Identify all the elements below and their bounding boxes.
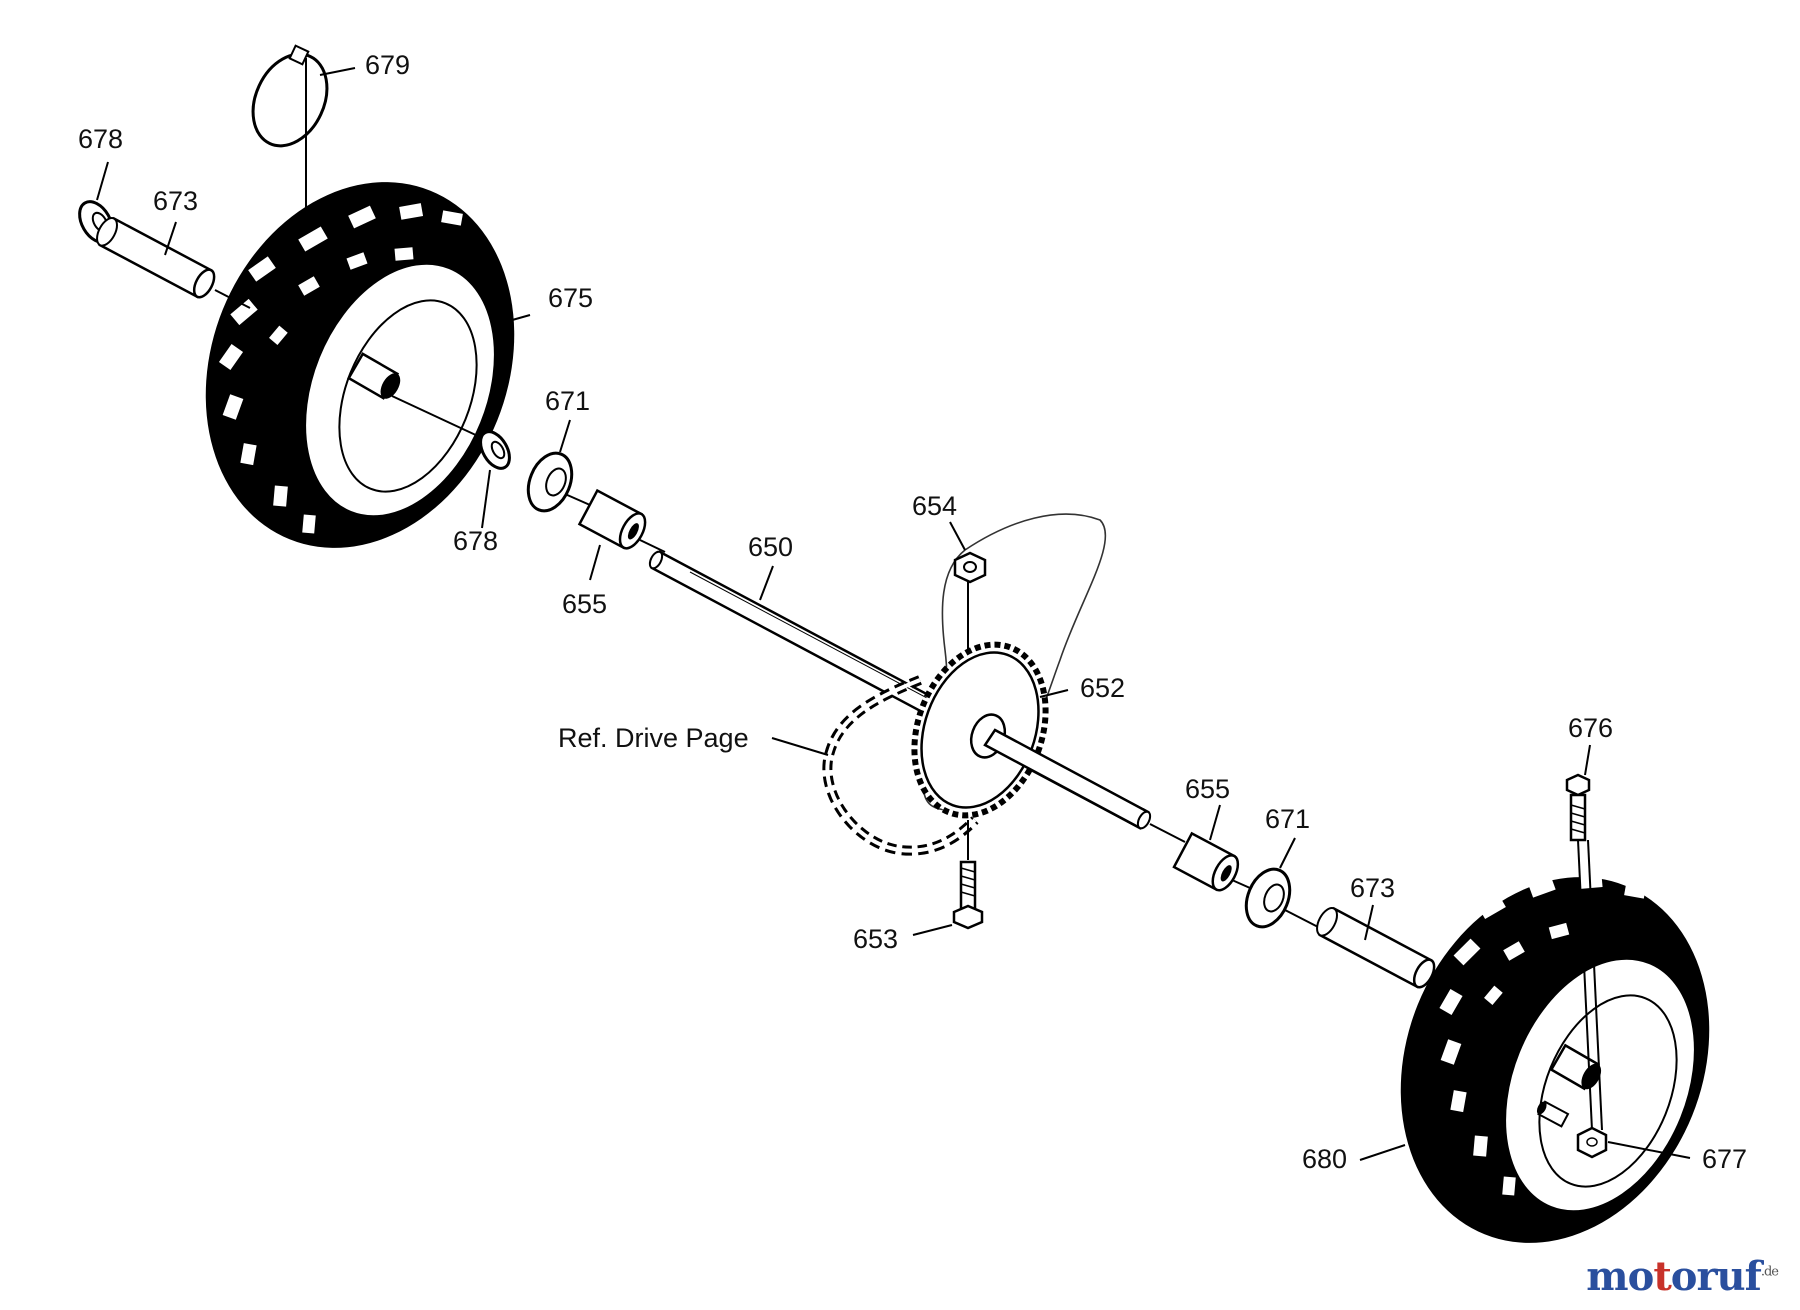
watermark-logo: motoruf.de bbox=[1586, 1253, 1779, 1300]
right-wheel bbox=[1400, 874, 1710, 1243]
label-679: 679 bbox=[365, 50, 410, 80]
left-wheel bbox=[205, 182, 515, 548]
label-671-left: 671 bbox=[545, 386, 590, 416]
label-673-left: 673 bbox=[153, 186, 198, 216]
washer-671-right bbox=[1244, 867, 1292, 929]
label-673-right: 673 bbox=[1350, 873, 1395, 903]
nut-677 bbox=[1576, 1126, 1608, 1159]
spacer-673-right bbox=[1316, 906, 1436, 989]
watermark-suffix: .de bbox=[1760, 1264, 1779, 1280]
bushing-655-right bbox=[1172, 831, 1240, 892]
label-654: 654 bbox=[912, 491, 957, 521]
watermark-t: t bbox=[1653, 1253, 1672, 1300]
label-671-right: 671 bbox=[1265, 804, 1310, 834]
callout-leaders bbox=[96, 67, 1691, 1161]
label-678-mid: 678 bbox=[453, 526, 498, 556]
watermark-oruf: oruf bbox=[1670, 1253, 1762, 1300]
label-ref-drive-page: Ref. Drive Page bbox=[558, 723, 749, 753]
label-655-left: 655 bbox=[562, 589, 607, 619]
drive-chain bbox=[822, 675, 979, 856]
bolt-676 bbox=[1565, 773, 1603, 1131]
bolt-653 bbox=[952, 820, 984, 930]
nut-654 bbox=[953, 551, 987, 660]
watermark-mo: mo bbox=[1586, 1253, 1654, 1300]
lynch-pin-679 bbox=[251, 44, 329, 215]
label-650: 650 bbox=[748, 532, 793, 562]
label-675: 675 bbox=[548, 283, 593, 313]
hairpin-clip-678-mid bbox=[479, 430, 511, 470]
label-655-right: 655 bbox=[1185, 774, 1230, 804]
spacer-673-left bbox=[96, 216, 216, 299]
label-652: 652 bbox=[1080, 673, 1125, 703]
washer-671-left bbox=[526, 451, 574, 513]
label-676: 676 bbox=[1568, 713, 1613, 743]
bushing-655-left bbox=[577, 488, 647, 550]
label-653: 653 bbox=[853, 924, 898, 954]
sprocket-652 bbox=[911, 641, 1049, 819]
label-680: 680 bbox=[1302, 1144, 1347, 1174]
label-678-top: 678 bbox=[78, 124, 123, 154]
label-677: 677 bbox=[1702, 1144, 1747, 1174]
